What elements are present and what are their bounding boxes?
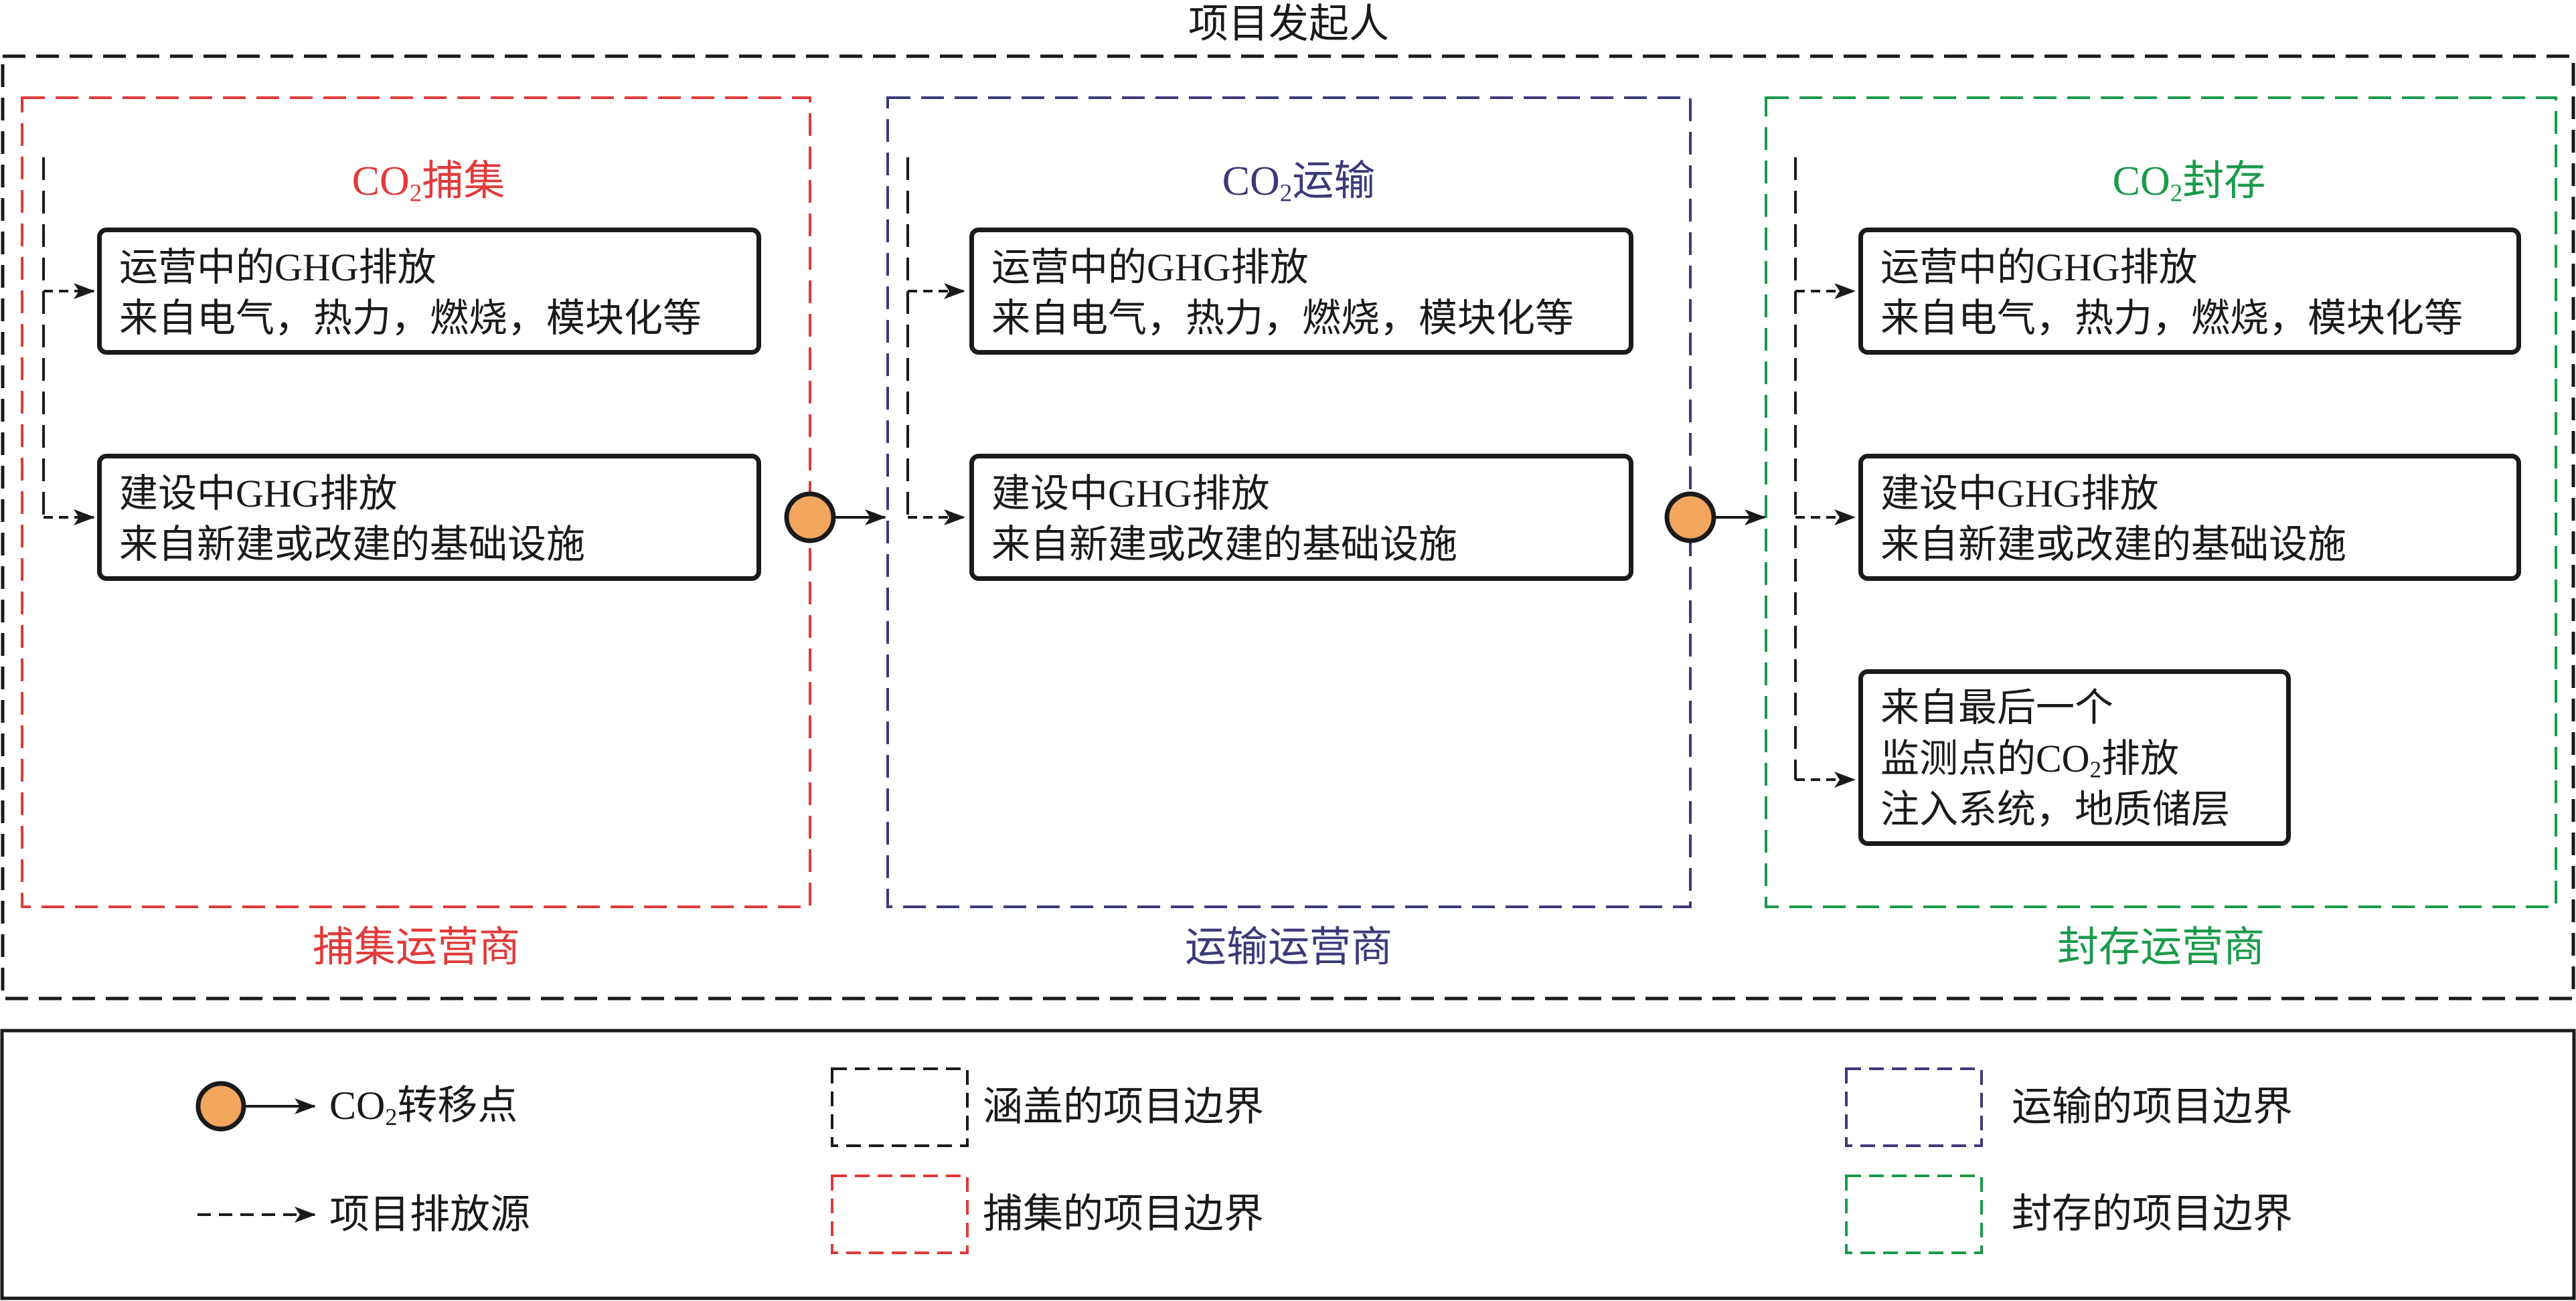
transport-heading: CO2运输	[1222, 159, 1376, 207]
legend-capture-boundary-icon	[831, 1175, 969, 1254]
box-line: 建设中GHG排放	[119, 472, 398, 515]
box-line: 来自新建或改建的基础设施	[119, 523, 586, 566]
legend-transport-boundary-label: 运输的项目边界	[2012, 1085, 2293, 1129]
transfer-point-capture-transport	[784, 491, 886, 543]
transport-emission-source-lines	[906, 157, 965, 525]
legend-cover-boundary-icon	[831, 1067, 969, 1147]
legend-transport-boundary-icon	[1845, 1067, 1983, 1147]
box-line: 运营中的GHG排放	[1880, 246, 2198, 289]
box-line: 建设中GHG排放	[991, 472, 1270, 515]
diagram-title: 项目发起人	[1188, 2, 1389, 46]
box-line: 来自电气，热力，燃烧，模块化等	[119, 296, 702, 340]
transport-construction-emissions-box: 建设中GHG排放 来自新建或改建的基础设施	[969, 454, 1633, 581]
box-line: 建设中GHG排放	[1880, 472, 2159, 515]
box-line: 注入系统，地质储层	[1880, 788, 2231, 831]
legend-frame	[0, 1029, 2576, 1300]
cover-boundary	[1, 54, 2575, 1001]
transfer-point-transport-storage	[1664, 491, 1766, 543]
transport-operator-label: 运输运营商	[1184, 925, 1393, 970]
capture-heading: CO2捕集	[351, 159, 505, 207]
storage-monitoring-emissions-box: 来自最后一个 监测点的CO2排放 注入系统，地质储层	[1858, 669, 2291, 846]
legend-storage-boundary-icon	[1845, 1175, 1983, 1254]
box-line: 来自新建或改建的基础设施	[1880, 523, 2347, 566]
transport-operation-emissions-box: 运营中的GHG排放 来自电气，热力，燃烧，模块化等	[969, 228, 1633, 355]
legend-emission-source-label: 项目排放源	[329, 1193, 530, 1237]
storage-construction-emissions-box: 建设中GHG排放 来自新建或改建的基础设施	[1858, 454, 2521, 581]
legend-storage-boundary-label: 封存的项目边界	[2012, 1192, 2293, 1236]
box-line-co2: 监测点的CO2排放	[1880, 737, 2179, 783]
box-line: 运营中的GHG排放	[991, 246, 1309, 289]
box-line: 来自电气，热力，燃烧，模块化等	[1880, 296, 2464, 340]
box-line: 来自电气，热力，燃烧，模块化等	[991, 296, 1575, 340]
legend-capture-boundary-label: 捕集的项目边界	[983, 1192, 1264, 1236]
capture-construction-emissions-box: 建设中GHG排放 来自新建或改建的基础设施	[97, 454, 761, 581]
storage-emission-source-lines	[1794, 157, 1856, 788]
storage-operation-emissions-box: 运营中的GHG排放 来自电气，热力，燃烧，模块化等	[1858, 228, 2521, 355]
storage-boundary	[1765, 96, 2557, 908]
storage-heading: CO2封存	[2112, 159, 2266, 207]
capture-operation-emissions-box: 运营中的GHG排放 来自电气，热力，燃烧，模块化等	[97, 228, 761, 355]
box-line: 运营中的GHG排放	[119, 246, 436, 289]
box-line: 来自新建或改建的基础设施	[991, 523, 1458, 566]
legend-transfer-point-icon	[195, 1081, 316, 1132]
legend-cover-boundary-label: 涵盖的项目边界	[983, 1085, 1264, 1129]
capture-operator-label: 捕集运营商	[312, 925, 521, 970]
capture-emission-source-lines	[42, 157, 95, 525]
legend-transfer-point-label: CO2转移点	[329, 1083, 518, 1130]
storage-operator-label: 封存运营商	[2057, 925, 2265, 970]
box-line: 来自最后一个	[1880, 686, 2114, 729]
